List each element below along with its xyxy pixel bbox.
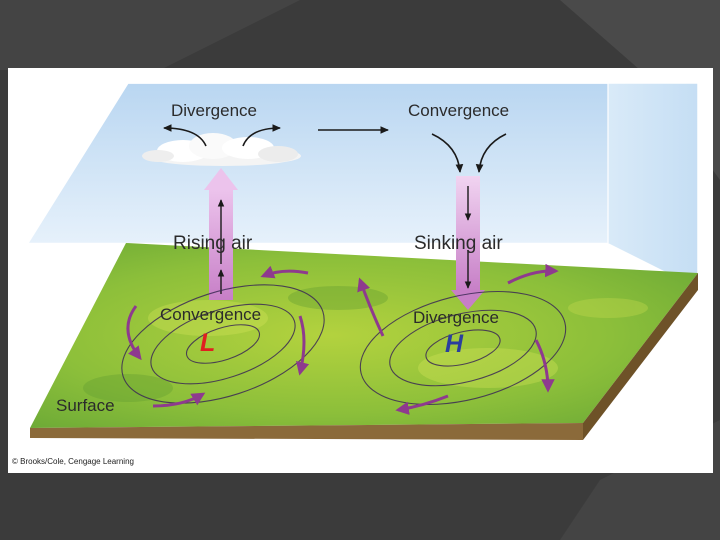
sky-right-face (608, 83, 698, 288)
sky-back-face (28, 83, 608, 243)
upper-convergence-label: Convergence (408, 101, 509, 120)
copyright-notice: © Brooks/Cole, Cengage Learning (12, 457, 134, 466)
rising-air-label: Rising air (173, 233, 253, 254)
surface-label: Surface (56, 396, 115, 415)
pressure-systems-diagram: Divergence Convergence Rising air Sinkin… (8, 68, 713, 473)
upper-divergence-label: Divergence (171, 101, 257, 120)
low-pressure-symbol: L (200, 329, 215, 357)
surface-convergence-label: Convergence (160, 305, 261, 324)
surface-divergence-label: Divergence (413, 308, 499, 327)
figure-panel: Divergence Convergence Rising air Sinkin… (8, 68, 713, 473)
high-pressure-symbol: H (445, 330, 464, 358)
sinking-air-label: Sinking air (414, 233, 503, 254)
